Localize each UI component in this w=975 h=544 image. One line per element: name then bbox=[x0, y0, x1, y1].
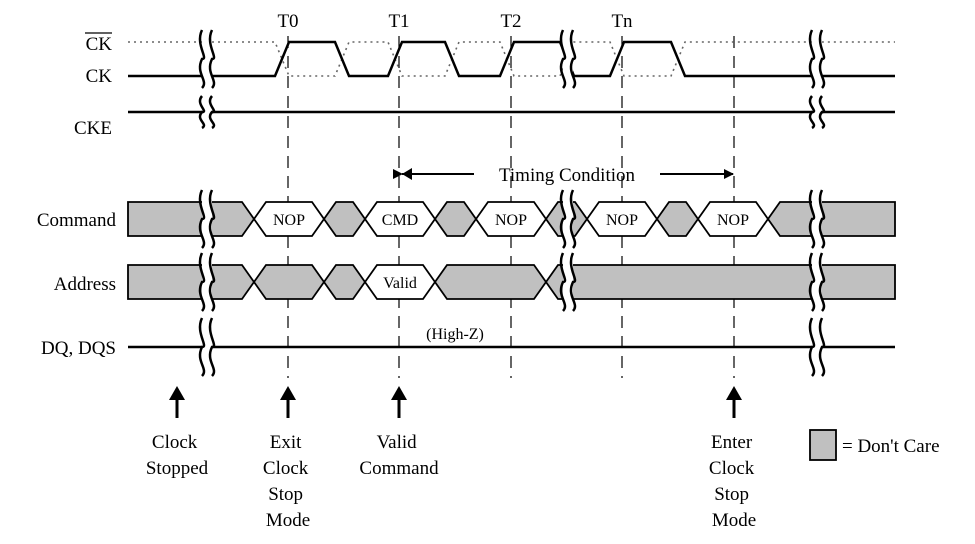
event-line: Clock bbox=[709, 458, 755, 479]
cke-label: CKE bbox=[74, 118, 112, 139]
event-text-clock-stopped: Clock Stopped bbox=[146, 432, 209, 479]
event-line: Clock bbox=[263, 458, 309, 479]
break-symbols bbox=[198, 29, 826, 377]
command-dont-care-1 bbox=[127, 201, 256, 237]
address-value-valid: Valid bbox=[383, 275, 417, 292]
signal-labels: CK CK CKE Command Address DQ, DQS bbox=[37, 32, 117, 359]
break-symbol bbox=[808, 95, 826, 130]
event-line: Enter bbox=[711, 432, 753, 453]
address-label: Address bbox=[54, 274, 116, 295]
clock-label-tn: Tn bbox=[611, 11, 633, 32]
event-line: Stopped bbox=[146, 458, 209, 479]
address-dont-care-4 bbox=[433, 264, 548, 300]
legend-swatch bbox=[809, 429, 837, 461]
break-symbol bbox=[198, 189, 216, 249]
clock-label-t2: T2 bbox=[500, 11, 521, 32]
command-value-cmd: CMD bbox=[382, 212, 418, 229]
command-value-nop-3: NOP bbox=[606, 212, 638, 229]
dq-line: (High-Z) bbox=[128, 326, 895, 349]
command-value-nop-1: NOP bbox=[273, 212, 305, 229]
event-line: Command bbox=[359, 458, 439, 479]
event-arrowhead-exit-clock-stop bbox=[280, 386, 296, 400]
command-bus: NOP CMD NOP NOP NOP bbox=[127, 201, 896, 237]
dq-high-z-label: (High-Z) bbox=[426, 326, 484, 343]
break-symbol bbox=[198, 29, 216, 89]
timing-condition-label: Timing Condition bbox=[499, 165, 636, 186]
timing-arrowhead-left bbox=[402, 168, 412, 180]
command-value-nop-2: NOP bbox=[495, 212, 527, 229]
break-symbol bbox=[808, 317, 826, 377]
command-dont-care-2 bbox=[322, 201, 367, 237]
address-dont-care-2 bbox=[252, 264, 326, 300]
break-symbol bbox=[559, 189, 577, 249]
clock-label-t1: T1 bbox=[388, 11, 409, 32]
command-label: Command bbox=[37, 210, 117, 231]
break-symbol bbox=[559, 29, 577, 89]
address-dont-care-1 bbox=[127, 264, 256, 300]
timing-condition-span: Timing Condition bbox=[393, 165, 734, 186]
event-line: Stop bbox=[714, 484, 749, 505]
event-text-enter-clock-stop: Enter Clock Stop Mode bbox=[709, 432, 759, 531]
address-bus: Valid bbox=[127, 264, 896, 300]
event-line: Mode bbox=[712, 510, 756, 531]
break-symbol bbox=[198, 317, 216, 377]
event-line: Mode bbox=[266, 510, 310, 531]
break-symbol bbox=[808, 252, 826, 312]
break-symbol bbox=[559, 252, 577, 312]
ck-waveform bbox=[128, 40, 895, 78]
address-dont-care-5 bbox=[544, 264, 896, 300]
ck-bar-waveform bbox=[128, 41, 895, 77]
event-line: Exit bbox=[270, 432, 302, 453]
address-dont-care-3 bbox=[322, 264, 367, 300]
ck-label: CK bbox=[86, 66, 113, 87]
legend-label: = Don't Care bbox=[842, 436, 940, 457]
event-arrowhead-clock-stopped bbox=[169, 386, 185, 400]
event-arrowhead-enter-clock-stop bbox=[726, 386, 742, 400]
command-dont-care-5 bbox=[655, 201, 700, 237]
break-symbol bbox=[808, 189, 826, 249]
event-arrowhead-valid-command bbox=[391, 386, 407, 400]
break-symbol bbox=[808, 29, 826, 89]
command-dont-care-3 bbox=[433, 201, 478, 237]
event-markers: Clock Stopped Exit Clock Stop Mode Valid… bbox=[146, 386, 759, 531]
dq-dqs-label: DQ, DQS bbox=[41, 338, 116, 359]
event-line: Clock bbox=[152, 432, 198, 453]
command-value-nop-4: NOP bbox=[717, 212, 749, 229]
clock-label-t0: T0 bbox=[277, 11, 298, 32]
event-line: Valid bbox=[377, 432, 418, 453]
break-symbol bbox=[198, 252, 216, 312]
ck-bar-label: CK bbox=[86, 34, 113, 55]
event-line: Stop bbox=[268, 484, 303, 505]
break-symbol bbox=[198, 95, 216, 130]
clock-labels: T0 T1 T2 Tn bbox=[277, 11, 633, 32]
legend: = Don't Care bbox=[809, 429, 940, 461]
command-dont-care-6 bbox=[766, 201, 896, 237]
event-text-valid-command: Valid Command bbox=[359, 432, 439, 479]
event-text-exit-clock-stop: Exit Clock Stop Mode bbox=[263, 432, 313, 531]
